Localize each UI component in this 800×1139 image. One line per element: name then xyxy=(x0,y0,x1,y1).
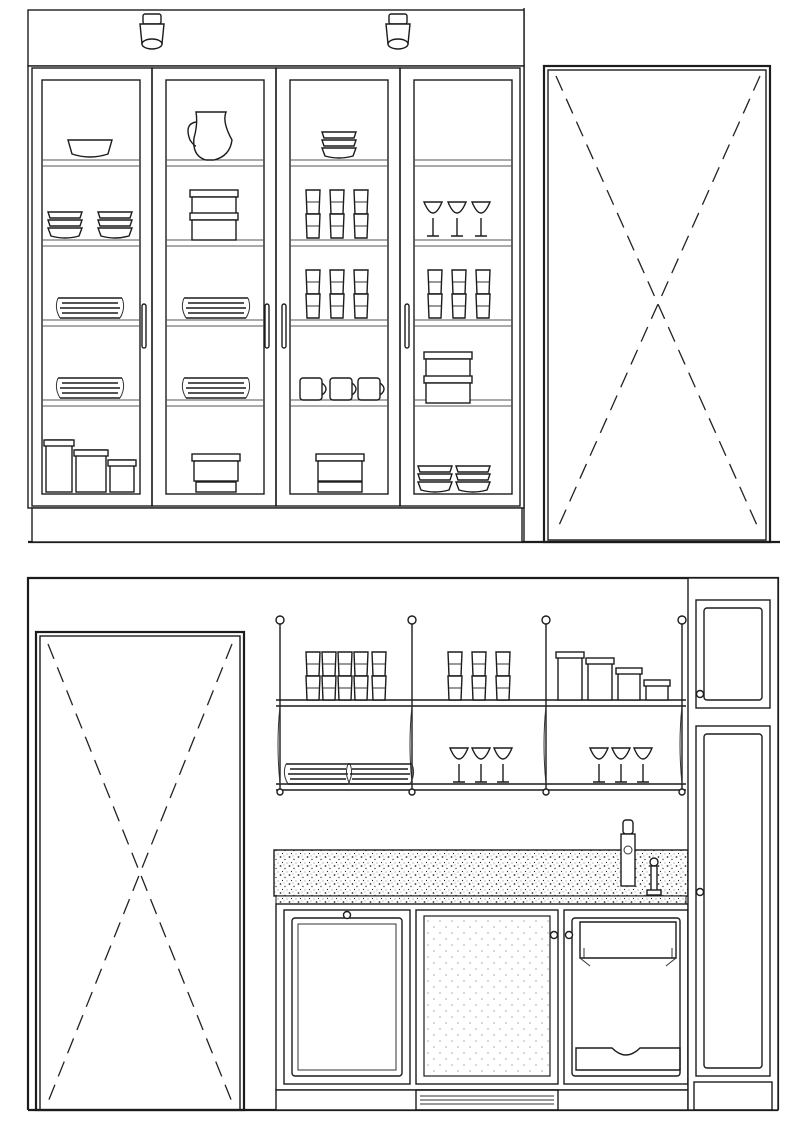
container-icon xyxy=(195,481,237,493)
glass-icon xyxy=(353,269,369,295)
glass-icon xyxy=(353,189,369,215)
bowl-icon xyxy=(67,139,113,158)
door-handle xyxy=(141,303,147,349)
container-icon xyxy=(423,351,473,380)
container-icon xyxy=(423,375,473,404)
mug-icon xyxy=(299,377,327,401)
glass-icon xyxy=(353,213,369,239)
glass-icon xyxy=(329,213,345,239)
glass-icon xyxy=(475,293,491,319)
glass-icon xyxy=(329,293,345,319)
glass-icon xyxy=(337,651,353,677)
container-icon xyxy=(315,453,365,482)
plate-stack-icon xyxy=(417,465,453,493)
glass-icon xyxy=(353,293,369,319)
door-panel xyxy=(34,630,246,1112)
container-icon xyxy=(191,453,241,482)
cabinet-knob xyxy=(695,689,705,699)
glass-icon xyxy=(321,675,337,701)
spotlight-icon xyxy=(139,13,165,50)
mug-icon xyxy=(329,377,357,401)
glass-icon xyxy=(321,651,337,677)
faucet-icon xyxy=(620,819,636,887)
bowl-icon xyxy=(97,211,133,239)
mug-icon xyxy=(357,377,385,401)
glass-icon xyxy=(427,269,443,295)
wine-glass-icon xyxy=(493,747,513,783)
glass-icon xyxy=(305,213,321,239)
canister-icon xyxy=(555,651,671,701)
glass-icon xyxy=(353,675,369,701)
glass-icon xyxy=(329,189,345,215)
glass-icon xyxy=(305,651,321,677)
ice-maker xyxy=(549,909,689,1085)
cabinet-knob xyxy=(564,930,574,940)
faucet-icon xyxy=(646,857,662,896)
wine-glass-icon xyxy=(589,747,609,783)
door-handle xyxy=(404,303,410,349)
glass-icon xyxy=(371,651,387,677)
glass-icon xyxy=(471,675,487,701)
cabinet-knob xyxy=(695,887,705,897)
bowl-icon xyxy=(321,131,357,159)
wine-glass-icon xyxy=(471,747,491,783)
canister-icon xyxy=(43,439,137,493)
glass-icon xyxy=(495,675,511,701)
glass-icon xyxy=(305,675,321,701)
glass-icon xyxy=(371,675,387,701)
glass-icon xyxy=(447,675,463,701)
wine-glass-icon xyxy=(633,747,653,783)
upper-elevation xyxy=(27,8,780,544)
wine-glass-icon xyxy=(449,747,469,783)
glass-icon xyxy=(471,651,487,677)
glass-icon xyxy=(353,651,369,677)
plate-stack-icon xyxy=(455,465,491,493)
cabinet-knob xyxy=(549,930,559,940)
bowl-icon xyxy=(47,211,83,239)
glass-icon xyxy=(447,651,463,677)
wine-glass-icon xyxy=(611,747,631,783)
cabinet-toe-kick xyxy=(31,507,523,543)
cabinet-soffit xyxy=(27,9,525,67)
lower-elevation xyxy=(26,576,780,1112)
glass-icon xyxy=(329,269,345,295)
door-handle xyxy=(264,303,270,349)
door-handle xyxy=(281,303,287,349)
glass-icon xyxy=(451,293,467,319)
refrigerator xyxy=(415,909,559,1111)
pitcher-icon xyxy=(187,111,233,161)
container-icon xyxy=(189,212,239,241)
glass-icon xyxy=(475,269,491,295)
glass-icon xyxy=(305,269,321,295)
glass-icon xyxy=(305,189,321,215)
glass-icon xyxy=(495,651,511,677)
granite-countertop xyxy=(273,849,689,905)
container-icon xyxy=(317,481,363,493)
glass-icon xyxy=(305,293,321,319)
tall-pantry-cabinet xyxy=(687,577,779,1111)
glass-icon xyxy=(427,293,443,319)
door-panel xyxy=(542,64,772,544)
glass-icon xyxy=(451,269,467,295)
glass-icon xyxy=(337,675,353,701)
plate-stack-icon xyxy=(345,763,415,785)
plate-stack-icon xyxy=(283,763,353,785)
cabinet-knob xyxy=(342,910,352,920)
spotlight-icon xyxy=(385,13,411,50)
